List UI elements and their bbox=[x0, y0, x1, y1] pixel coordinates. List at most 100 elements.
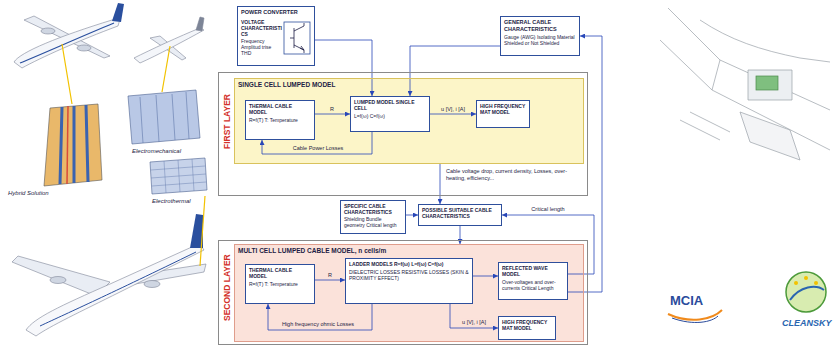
connector bbox=[460, 226, 461, 244]
edge-label-holder: u [V], i [A] bbox=[461, 319, 487, 326]
edge-label-holder: Critical length bbox=[530, 206, 565, 213]
edge-label: Critical length bbox=[530, 206, 565, 213]
box-text: L=f(ω) C=f(ω) bbox=[354, 113, 426, 119]
process-box: THERMAL CABLE MODELR=f(T) T: Temperature bbox=[245, 100, 315, 140]
box-text: R=f(T) T: Temperature bbox=[249, 281, 311, 287]
edge-label: High frequency ohmic Losses bbox=[281, 321, 355, 328]
edge-label-holder: R bbox=[329, 106, 335, 113]
turboprop-aircraft bbox=[14, 3, 124, 68]
label-holder: Cable voltage drop, current density, Los… bbox=[446, 168, 580, 181]
box-fill bbox=[234, 244, 584, 342]
label-holder: Electrothermal bbox=[152, 198, 191, 205]
box-heading: THERMAL CABLE MODEL bbox=[249, 267, 311, 279]
cable-characteristics-box: GENERAL CABLE CHARACTERISTICSGauge (AWG)… bbox=[500, 16, 580, 56]
connector bbox=[473, 276, 498, 277]
box-heading: MULTI CELL LUMPED CABLE MODEL, n cells/m bbox=[238, 247, 580, 255]
box-text: VOLTAGE CHARACTERISTICS bbox=[241, 19, 285, 37]
box-fill bbox=[500, 16, 580, 56]
label-holder: CLEANSKY bbox=[782, 318, 832, 329]
box-heading: THERMAL CABLE MODEL bbox=[249, 103, 311, 115]
connector bbox=[315, 114, 350, 115]
box-fill bbox=[218, 72, 588, 196]
process-box: HIGH FREQUENCY MAT MODEL bbox=[498, 316, 556, 340]
box-fill bbox=[245, 264, 315, 304]
box-text: Over-voltages and over-currents Critical… bbox=[502, 279, 564, 291]
box-fill bbox=[345, 258, 473, 304]
box-heading: REFLECTED WAVE MODEL bbox=[502, 265, 564, 277]
box-heading: POSSIBLE SUITABLE CABLE CHARACTERISTICS bbox=[422, 207, 498, 219]
box-text: Shielding Bundle geometry Critical lengt… bbox=[344, 216, 402, 228]
box-heading: LADDER MODELS R=f(ω) L=f(ω) C=f(ω) bbox=[349, 261, 469, 267]
edge-label-holder: High frequency ohmic Losses bbox=[281, 321, 355, 328]
process-box: SPECIFIC CABLE CHARACTERISTICSShielding … bbox=[340, 200, 406, 234]
box-fill bbox=[237, 6, 315, 66]
box-fill bbox=[245, 100, 315, 140]
business-jet bbox=[134, 17, 204, 63]
layer-title: FIRST LAYER bbox=[222, 94, 232, 149]
process-box: THERMAL CABLE MODEL R=f(T) T: Temperature bbox=[245, 264, 315, 304]
label-holder: MCIA bbox=[670, 293, 703, 309]
process-box: LADDER MODELS R=f(ω) L=f(ω) C=f(ω) DIELEC… bbox=[345, 258, 473, 304]
installation-sketch bbox=[660, 8, 830, 160]
box-heading: HIGH FREQUENCY MAT MODEL bbox=[480, 103, 526, 115]
edge-label-holder: u [V], i [A] bbox=[440, 106, 466, 113]
box-fill bbox=[476, 100, 530, 128]
box-fill bbox=[418, 204, 502, 226]
edge-label-holder: R bbox=[327, 272, 333, 279]
label-holder: Hybrid Solution bbox=[8, 190, 49, 197]
edge-label: Cable Power Losses bbox=[292, 145, 344, 152]
panel-label: Electrothermal bbox=[152, 198, 191, 205]
connector bbox=[406, 215, 418, 216]
converter-box: POWER CONVERTER VOLTAGE CHARACTERISTICSFr… bbox=[237, 6, 315, 66]
box-text: DIELECTRIC LOSSES RESISTIVE LOSSES (SKIN… bbox=[349, 269, 469, 281]
edge-label: R bbox=[329, 106, 335, 113]
process-box: LUMPED MODEL SINGLE CELL L=f(ω) C=f(ω) bbox=[350, 96, 430, 132]
connector bbox=[315, 280, 345, 281]
process-box: HIGH FREQUENCY MAT MODEL bbox=[476, 100, 530, 128]
mcia-logo bbox=[668, 310, 722, 322]
box-heading: SINGLE CELL LUMPED MODEL bbox=[238, 81, 580, 89]
box-heading: LUMPED MODEL SINGLE CELL bbox=[354, 99, 426, 111]
electromechanical-panel bbox=[128, 90, 200, 144]
airliner bbox=[12, 214, 206, 336]
box-text: Frequency Amplitud trise THD bbox=[241, 38, 281, 56]
box-fill bbox=[350, 96, 430, 132]
process-box: REFLECTED WAVE MODEL Over-voltages and ov… bbox=[498, 262, 568, 300]
connector bbox=[440, 164, 441, 204]
edge-label: u [V], i [A] bbox=[440, 106, 466, 113]
layer-title: SECOND LAYER bbox=[222, 254, 232, 321]
model-panel: SINGLE CELL LUMPED MODEL THERMAL CABLE MO… bbox=[234, 78, 584, 164]
logo-text: MCIA bbox=[670, 293, 703, 309]
edge-label: u [V], i [A] bbox=[461, 319, 487, 326]
box-fill bbox=[340, 200, 406, 234]
transistor-symbol bbox=[284, 22, 310, 54]
connector bbox=[450, 304, 498, 328]
connector bbox=[268, 304, 372, 330]
box-fill bbox=[218, 240, 588, 345]
panel-label: Electromechanical bbox=[132, 148, 181, 155]
connector bbox=[410, 46, 500, 96]
panel-label: Hybrid Solution bbox=[8, 190, 49, 197]
label-holder: Electromechanical bbox=[132, 148, 181, 155]
electrothermal-panel bbox=[150, 158, 207, 194]
process-box: POSSIBLE SUITABLE CABLE CHARACTERISTICS bbox=[418, 204, 502, 226]
box-fill bbox=[498, 262, 568, 300]
layer-band: SECOND LAYER MULTI CELL LUMPED CABLE MODE… bbox=[218, 240, 588, 345]
cleansky-logo bbox=[786, 272, 826, 312]
connector bbox=[430, 114, 476, 115]
connector bbox=[262, 132, 372, 154]
hybrid-panel bbox=[44, 104, 102, 186]
box-heading: HIGH FREQUENCY MAT MODEL bbox=[502, 319, 552, 331]
output-note: Cable voltage drop, current density, Los… bbox=[446, 168, 580, 181]
logo-text: CLEANSKY bbox=[782, 318, 832, 329]
box-fill bbox=[234, 78, 584, 164]
connector bbox=[568, 36, 602, 292]
box-text: Gauge (AWG) Isolating Material Shielded … bbox=[504, 34, 576, 46]
box-heading: POWER CONVERTER bbox=[241, 9, 311, 16]
edge-label-holder: Cable Power Losses bbox=[292, 145, 344, 152]
box-fill bbox=[498, 316, 556, 340]
